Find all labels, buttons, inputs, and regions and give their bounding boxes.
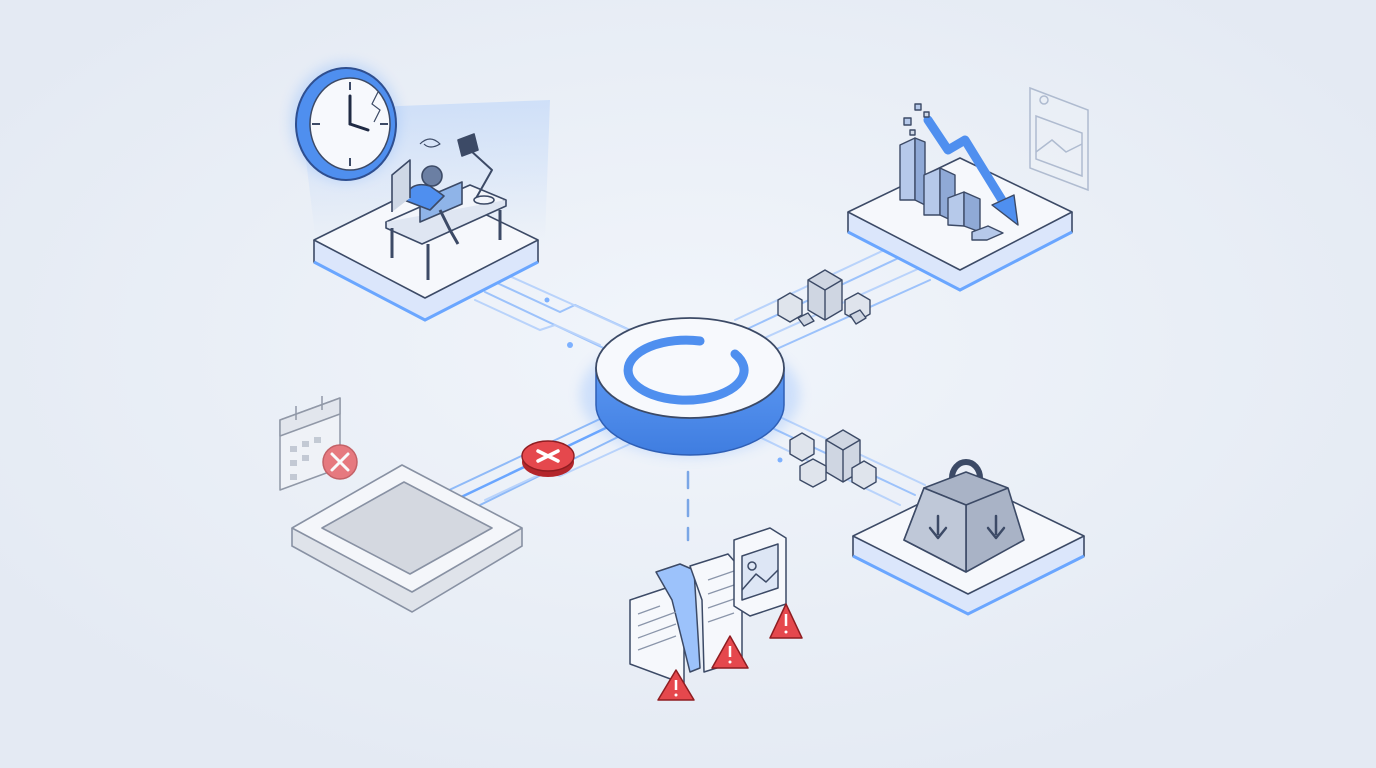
- image-card-icon: [1029, 86, 1089, 192]
- module-missed-deadline: [279, 396, 523, 613]
- broken-blocks-top: [777, 269, 871, 327]
- clock-icon: [290, 62, 400, 182]
- image-card-warning-icon: [733, 527, 803, 639]
- module-overworked-employee: [290, 62, 550, 322]
- module-heavy-burden: [852, 459, 1085, 616]
- bar-chart-decline-icon: [899, 103, 1019, 241]
- desk-scene: [385, 133, 507, 280]
- calendar-cancel-icon: [279, 396, 358, 491]
- module-broken-documents: [629, 527, 803, 701]
- track-top-left: [474, 273, 641, 353]
- loading-ring-icon: [623, 335, 749, 405]
- weight-icon: [903, 459, 1025, 573]
- broken-blocks-bottom: [789, 429, 877, 490]
- error-x-icon: [521, 440, 575, 477]
- document-warning-icon: [629, 563, 701, 701]
- central-hub: [580, 317, 800, 457]
- document-warning-icon: [689, 553, 749, 673]
- module-declining-performance: [847, 86, 1089, 292]
